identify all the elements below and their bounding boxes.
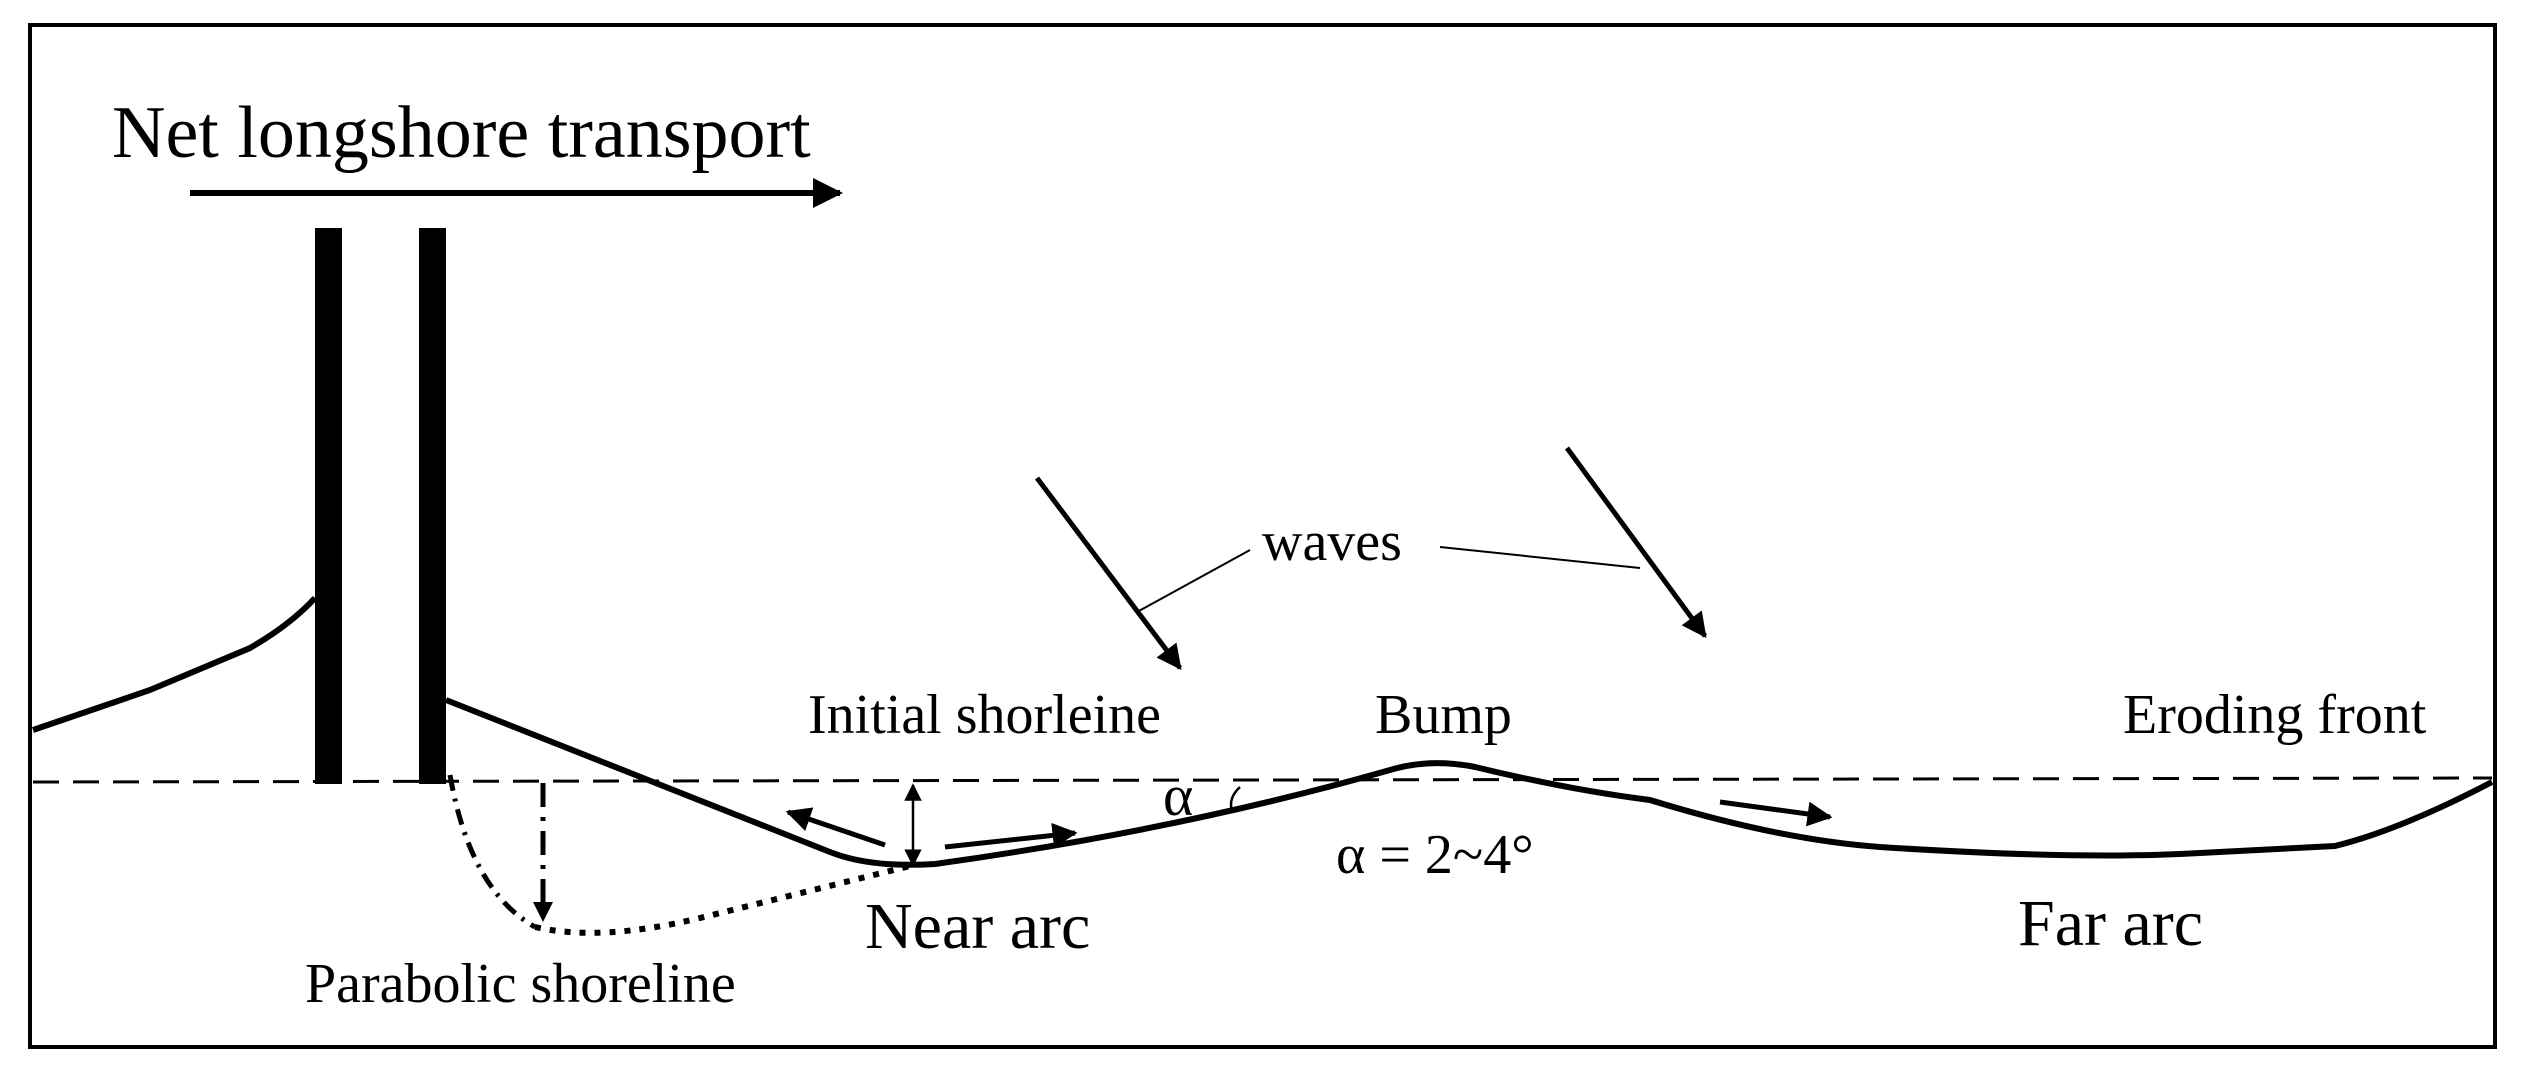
- bump-label: Bump: [1375, 684, 1512, 746]
- updrift-shoreline: [32, 595, 318, 733]
- initial-shoreline-label: Initial shorleine: [808, 684, 1161, 746]
- eroding-front-label: Eroding front: [2123, 684, 2427, 746]
- parabolic-shoreline-curve-a: [447, 774, 537, 930]
- near-arc-arrow-left: [785, 807, 886, 848]
- groin-right: [419, 228, 446, 784]
- initial-shoreline-line: [32, 776, 2493, 784]
- alpha-value-label: α = 2~4°: [1336, 824, 1534, 886]
- transport-label: Net longshore transport: [112, 92, 811, 174]
- near-arc-label: Near arc: [865, 890, 1090, 963]
- wave-arrow-right: [1564, 446, 1708, 639]
- downdrift-shoreline: [444, 697, 2494, 868]
- far-arc-label: Far arc: [2018, 887, 2203, 960]
- alpha-symbol-label: α: [1163, 763, 1193, 828]
- waves-label: waves: [1262, 511, 1402, 573]
- near-arc-arrow-right: [944, 822, 1078, 850]
- waves-leader-right: [1439, 546, 1641, 569]
- waves-leader-left: [1136, 549, 1251, 613]
- alpha-angle-arc: [1229, 786, 1241, 812]
- far-arc-arrow: [1719, 799, 1833, 827]
- diagram-frame: [28, 23, 2497, 1049]
- parabolic-shoreline-label: Parabolic shoreline: [305, 953, 736, 1015]
- groin-left: [315, 228, 342, 784]
- parabolic-shoreline-curve-b: [534, 863, 911, 936]
- wave-arrow-left: [1035, 476, 1182, 670]
